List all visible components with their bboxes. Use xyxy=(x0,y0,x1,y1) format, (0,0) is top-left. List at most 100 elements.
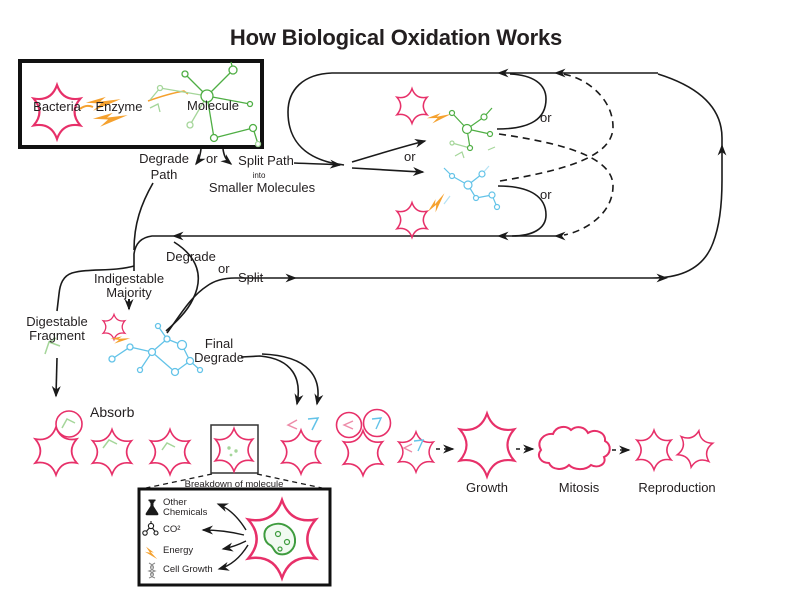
green-or-loop xyxy=(496,73,547,130)
split-line-arrowhead-2 xyxy=(656,273,668,283)
into-label: into xyxy=(252,171,266,180)
degrade-path-label: Degrade Path xyxy=(139,151,189,182)
breakdown-leader-lines xyxy=(145,473,323,489)
split-path-label: Split Path xyxy=(238,153,294,168)
arrow-other-chemicals xyxy=(216,503,247,531)
bottom-return-line xyxy=(133,235,560,271)
top-line-arrowhead-2 xyxy=(554,68,566,78)
legend-box-group xyxy=(18,59,264,149)
bottom-line-arrowhead-3 xyxy=(172,231,184,241)
enzyme-icon xyxy=(79,90,189,133)
reproduction-cells xyxy=(636,426,716,472)
indigestable-majority-label: Indigestable Majority xyxy=(93,271,165,300)
co2-molecule-icon xyxy=(142,521,159,536)
indigestable-molecule-icon xyxy=(108,322,204,377)
top-return-line xyxy=(287,72,658,166)
breakdown-item-cell-growth: Cell Growth xyxy=(163,564,213,575)
breakdown-arrows xyxy=(201,503,249,571)
final-degrade-arrow-2 xyxy=(261,353,324,406)
cell-absorbing-two xyxy=(335,408,392,477)
fan-arrow-blue xyxy=(351,167,425,177)
arrow-co2 xyxy=(201,525,245,536)
split-path-line xyxy=(293,159,342,169)
absorb-arrow xyxy=(51,357,61,398)
enzyme-to-molecule-line xyxy=(147,90,189,102)
blue-molecule-stage xyxy=(396,165,501,239)
breakdown-item-energy: Energy xyxy=(163,545,194,556)
blue-dashed-arc xyxy=(499,73,614,182)
cell-absorbing xyxy=(34,410,83,476)
split-line-arrowhead-1 xyxy=(285,273,297,283)
smaller-molecules-label: Smaller Molecules xyxy=(208,180,316,195)
mitosis-cell xyxy=(538,425,611,471)
final-degrade-label: Final Degrade xyxy=(194,336,244,365)
molecule-icon xyxy=(149,61,262,148)
green-dashed-arc xyxy=(498,133,614,236)
growth-label: Growth xyxy=(466,480,508,495)
pink-fragment-icon xyxy=(402,443,413,453)
lightning-icon xyxy=(426,109,452,127)
degrade-path-curve xyxy=(133,182,154,251)
legend-box xyxy=(18,59,264,149)
inline-arrowheads xyxy=(172,68,727,283)
arrow-to-split-path xyxy=(220,148,233,165)
bacteria-icon xyxy=(396,87,428,125)
digestable-fragment-icon xyxy=(44,337,61,355)
lightning-icon xyxy=(424,193,451,216)
digestable-fragment-label: Digestable Fragment xyxy=(26,314,88,343)
bottom-line-arrowhead-1 xyxy=(497,231,509,241)
blue-fragment-icon xyxy=(413,439,425,452)
degrade-scene xyxy=(44,313,204,377)
absorb-bubble xyxy=(335,411,363,439)
pink-fragment-icon xyxy=(342,420,354,430)
cell-with-both-fragments xyxy=(397,431,435,473)
enzyme-squiggle xyxy=(79,104,94,110)
bacteria-icon xyxy=(396,201,428,239)
legend-bacteria-label: Bacteria xyxy=(33,99,81,114)
green-molecule-stage xyxy=(396,87,496,159)
digestable-branch xyxy=(56,265,135,312)
breakdown-inset xyxy=(137,487,332,587)
absorb-bubble xyxy=(55,410,83,438)
breakdown-item-co2: CO² xyxy=(163,524,181,535)
cell-row xyxy=(34,408,716,478)
mitosis-label: Mitosis xyxy=(558,480,600,495)
flow-lines xyxy=(51,72,723,489)
legend-enzyme-label: Enzyme xyxy=(95,99,143,114)
arrow-to-degrade-path xyxy=(195,148,206,166)
zoom-box xyxy=(210,424,259,474)
cell-with-fragment xyxy=(149,428,191,476)
reproduction-label: Reproduction xyxy=(638,480,716,495)
arrow-cell-growth xyxy=(217,544,249,571)
breakdown-title: Breakdown of molecule xyxy=(184,479,284,490)
split-curve-outer-arc xyxy=(166,73,723,334)
or-label-green-loop: or xyxy=(540,110,552,125)
cell-receiving-fragments xyxy=(281,417,321,475)
split-label: Split xyxy=(238,270,264,285)
or-label-fan: or xyxy=(404,149,416,164)
growth-cell xyxy=(458,412,516,478)
cell-breakdown-source xyxy=(210,424,259,474)
small-blue-molecule-icon xyxy=(443,165,501,211)
degrade-label: Degrade xyxy=(166,249,216,264)
top-line-arrowhead-1 xyxy=(497,68,509,78)
blue-fragment-icon xyxy=(307,417,320,431)
page-title: How Biological Oxidation Works xyxy=(229,25,563,50)
bottom-line-arrowhead-2 xyxy=(554,231,566,241)
green-fragment-icon xyxy=(61,418,76,429)
absorb-bubble xyxy=(362,408,392,438)
green-fragment-icon xyxy=(161,442,176,451)
flask-icon xyxy=(145,499,159,516)
dna-icon xyxy=(147,562,157,579)
outer-arc-arrowhead-up xyxy=(717,144,727,156)
breakdown-item-other-chemicals: Other Chemicals xyxy=(163,497,208,518)
cell-with-fragment xyxy=(91,428,133,476)
absorb-label: Absorb xyxy=(90,404,135,420)
small-green-molecule-icon xyxy=(448,107,496,159)
green-blob-icon xyxy=(263,522,297,556)
green-fragment-icon xyxy=(102,439,118,449)
final-degrade-arrow-1 xyxy=(240,355,304,406)
or-label-blue-loop: or xyxy=(540,187,552,202)
